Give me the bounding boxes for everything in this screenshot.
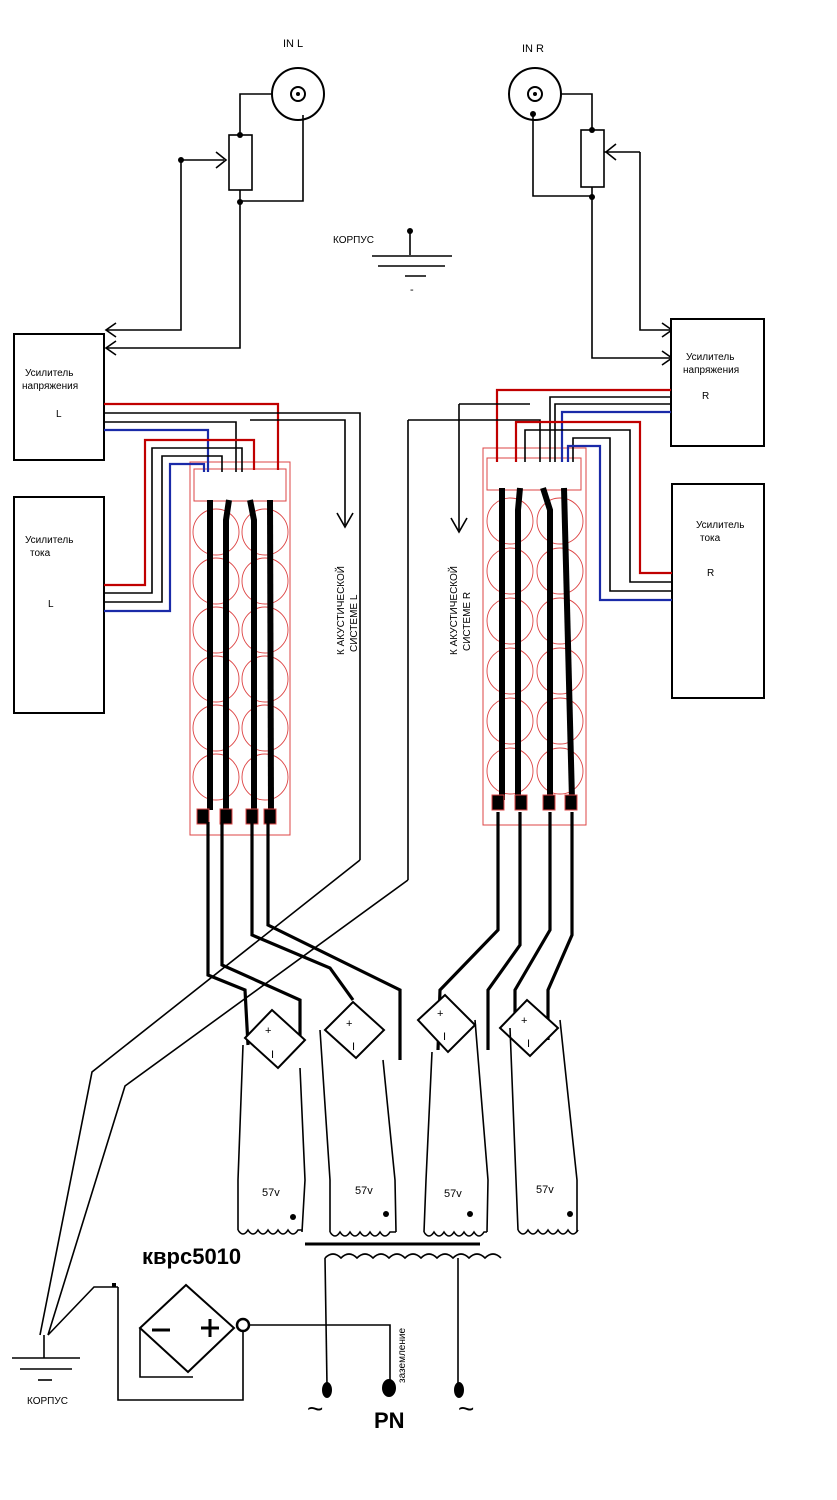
capacitor — [241, 557, 289, 605]
svg-text:I: I — [443, 1031, 446, 1043]
capacitor — [241, 753, 289, 801]
mains-label: PN — [374, 1408, 405, 1433]
current-amp-left: Усилитель тока L — [13, 496, 105, 714]
svg-text:I: I — [271, 1049, 274, 1061]
capacitor-board-right — [482, 447, 587, 826]
capacitor — [486, 697, 534, 745]
capacitor — [536, 547, 584, 595]
voltage-amp-left: Усилитель напряжения L — [13, 333, 105, 461]
capacitor — [192, 508, 240, 556]
capacitor — [536, 497, 584, 545]
mains-terminals — [322, 1379, 464, 1398]
capacitor — [536, 647, 584, 695]
chassis-ground-top — [372, 228, 452, 277]
ground-bottom-label: КОРПУС — [27, 1396, 68, 1407]
svg-text:Усилитель: Усилитель — [696, 520, 744, 531]
speaker-left-line1: К АКУСТИЧЕСКОЙ — [334, 566, 347, 655]
svg-text:I: I — [352, 1041, 355, 1053]
rectifier-4: + I — [498, 998, 560, 1058]
capacitor — [486, 597, 534, 645]
svg-text:+: + — [265, 1025, 271, 1037]
transformer-windings — [237, 1019, 579, 1386]
input-jack-right — [508, 67, 562, 121]
svg-text:Усилитель: Усилитель — [686, 352, 734, 363]
voltage-amp-right: Усилитель напряжения R — [670, 318, 765, 447]
rectifier-1: + I — [243, 1008, 307, 1070]
svg-text:+: + — [437, 1008, 443, 1020]
capacitor — [536, 597, 584, 645]
svg-text:R: R — [707, 568, 714, 579]
svg-text:Усилитель: Усилитель — [25, 368, 73, 379]
svg-text:+: + — [346, 1018, 352, 1030]
svg-text:Усилитель: Усилитель — [25, 535, 73, 546]
tilde-right: ~ — [458, 1393, 474, 1424]
tap-label-1: 57v — [262, 1187, 280, 1199]
svg-text:тока: тока — [700, 533, 721, 544]
earth-label: заземление — [397, 1328, 408, 1383]
potentiometer-left — [178, 93, 304, 205]
capacitor — [486, 547, 534, 595]
tap-label-4: 57v — [536, 1184, 554, 1196]
capacitor — [241, 508, 289, 556]
svg-text:L: L — [56, 409, 62, 420]
capacitor — [486, 747, 534, 795]
bridge-rectifier — [47, 1283, 391, 1401]
capacitor — [192, 753, 240, 801]
capacitor — [241, 655, 289, 703]
speaker-left-line2: СИСТЕМЕ L — [349, 594, 360, 652]
ground-top-label: КОРПУС — [333, 235, 374, 246]
capacitor — [241, 704, 289, 752]
svg-text:напряжения: напряжения — [683, 365, 739, 376]
svg-text:R: R — [702, 391, 709, 402]
current-amp-right: Усилитель тока R — [671, 483, 765, 699]
svg-text:L: L — [48, 599, 54, 610]
svg-text:I: I — [527, 1038, 530, 1050]
capacitor — [192, 606, 240, 654]
svg-text:напряжения: напряжения — [22, 381, 78, 392]
minus-sign: - — [410, 284, 414, 296]
capacitor-board-left — [189, 461, 291, 836]
tap-label-3: 57v — [444, 1188, 462, 1200]
svg-text:тока: тока — [30, 548, 51, 559]
capacitor — [192, 655, 240, 703]
input-jack-left — [271, 67, 325, 121]
capacitor — [536, 747, 584, 795]
capacitor — [486, 647, 534, 695]
chassis-ground-bottom — [12, 1335, 80, 1381]
capacitor — [536, 697, 584, 745]
bridge-name: кврс5010 — [142, 1244, 241, 1269]
tap-label-2: 57v — [355, 1185, 373, 1197]
capacitor — [241, 606, 289, 654]
capacitor — [486, 497, 534, 545]
capacitor — [192, 704, 240, 752]
svg-text:+: + — [521, 1015, 527, 1027]
rectifier-3: + I — [416, 993, 477, 1054]
potentiometer-right — [530, 93, 640, 200]
input-right-label: IN R — [522, 43, 544, 55]
speaker-right-line1: К АКУСТИЧЕСКОЙ — [447, 566, 460, 655]
input-left-label: IN L — [283, 38, 303, 50]
tilde-left: ~ — [307, 1393, 323, 1424]
rectifier-2: + I — [323, 1000, 386, 1060]
speaker-right-line2: СИСТЕМЕ R — [462, 592, 473, 651]
capacitor — [192, 557, 240, 605]
